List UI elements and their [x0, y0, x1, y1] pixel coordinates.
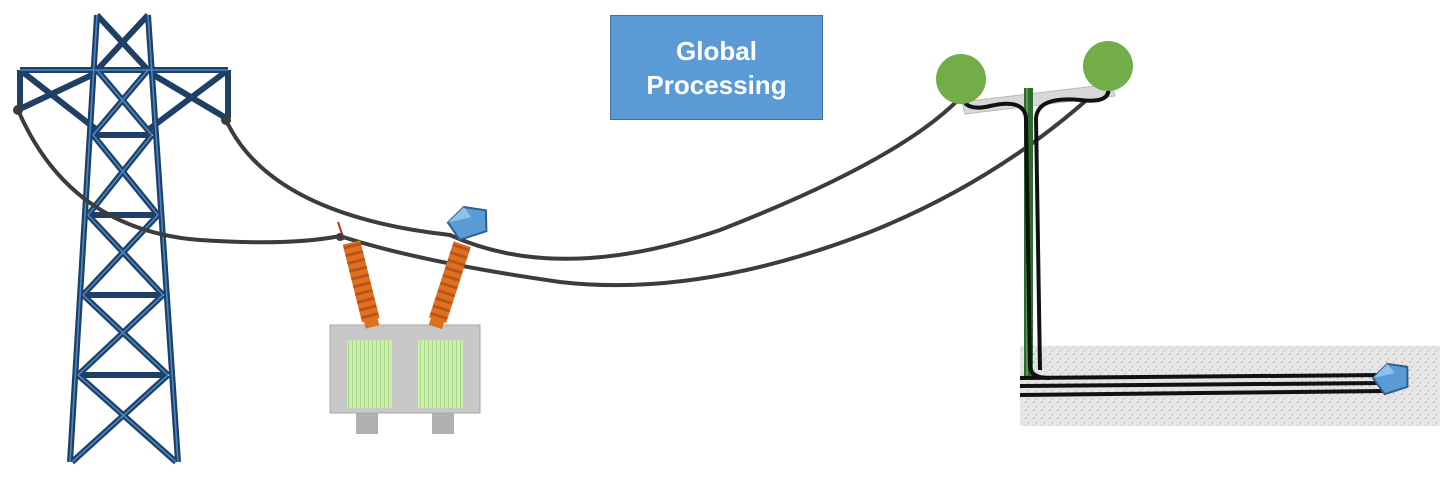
overhead-cables [16, 86, 1102, 288]
sensor-icon [446, 205, 488, 242]
underground-cable-icon [1019, 373, 1386, 397]
transformer-icon [329, 221, 481, 434]
global-processing-box: Global Processing [610, 15, 823, 120]
sensor-icon [1371, 362, 1409, 396]
global-processing-label: Global Processing [646, 35, 787, 100]
transmission-tower-icon [13, 12, 231, 465]
utility-pole-icon [936, 41, 1133, 380]
